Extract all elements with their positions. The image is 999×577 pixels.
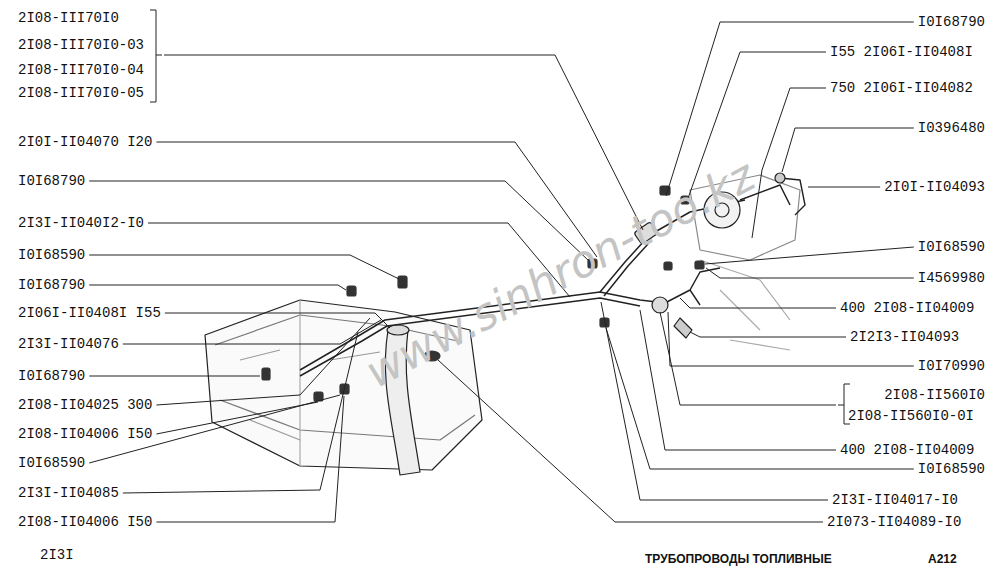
leader-line bbox=[89, 285, 346, 290]
part-number: 2I08-II04006 I50 bbox=[18, 425, 152, 443]
leader-line bbox=[808, 187, 880, 188]
leader-line bbox=[123, 332, 358, 493]
part-number: I0I68590 bbox=[18, 246, 85, 264]
leader-line bbox=[89, 181, 589, 261]
leader-line bbox=[165, 313, 390, 328]
leader-line bbox=[640, 310, 836, 450]
leader-line bbox=[156, 402, 318, 434]
leader-line bbox=[89, 376, 260, 377]
part-number: I55 2I06I-II0408I bbox=[830, 43, 973, 61]
part-number: 2I073-II04089-I0 bbox=[827, 513, 961, 531]
part-number: 2I08-III70I0-04 bbox=[18, 61, 144, 79]
part-number: I0I68790 bbox=[18, 276, 85, 294]
part-number: 2I0I-II04070 I20 bbox=[18, 133, 152, 151]
part-number: 2I08-II560I0 bbox=[884, 386, 985, 404]
leader-line bbox=[156, 396, 344, 522]
part-number: I0I70990 bbox=[918, 357, 985, 375]
leader-line bbox=[601, 302, 828, 500]
part-number: 2I0I-II04093 bbox=[884, 178, 985, 196]
leader-line bbox=[706, 268, 914, 278]
leader-line bbox=[438, 360, 823, 522]
page-code: 2I3I bbox=[40, 546, 74, 564]
part-number: 2I08-III70I0-03 bbox=[18, 36, 144, 54]
part-number: 2I08-III70I0 bbox=[18, 9, 119, 27]
leader-line bbox=[705, 247, 914, 264]
watermark: www.sinhron-too.kz bbox=[327, 134, 792, 414]
part-number: 2I08-III70I0-05 bbox=[18, 84, 144, 102]
part-number: I0I68590 bbox=[18, 454, 85, 472]
part-number: I0I68590 bbox=[918, 460, 985, 478]
part-number: 2I08-II04006 I50 bbox=[18, 513, 152, 531]
part-number: I0I68790 bbox=[918, 13, 985, 31]
part-number: 2I08-II04025 300 bbox=[18, 396, 152, 414]
part-number: 400 2I08-II04009 bbox=[840, 441, 974, 459]
part-number: 2I3I-II040I2-I0 bbox=[18, 214, 144, 232]
part-number: 2I08-II560I0-0I bbox=[848, 407, 974, 425]
part-number: 2I2I3-II04093 bbox=[850, 328, 959, 346]
part-number: 2I3I-II04017-I0 bbox=[832, 491, 958, 509]
leader-line bbox=[690, 332, 846, 337]
leader-line bbox=[123, 320, 381, 344]
part-number: 400 2I08-II04009 bbox=[840, 299, 974, 317]
leader-line bbox=[680, 298, 836, 308]
part-number: I0I68790 bbox=[18, 172, 85, 190]
part-number: 2I3I-II04085 bbox=[18, 484, 119, 502]
leader-line bbox=[156, 318, 370, 405]
part-number: 750 2I06I-II04082 bbox=[830, 79, 973, 97]
leader-line bbox=[156, 142, 597, 257]
part-number: I0I68790 bbox=[18, 367, 85, 385]
page-title: ТРУБОПРОВОДЫ ТОПЛИВНЫЕ bbox=[645, 552, 832, 566]
leader-line bbox=[782, 128, 914, 172]
part-number: I0396480 bbox=[918, 119, 985, 137]
part-number: 2I3I-II04076 bbox=[18, 335, 119, 353]
part-number: I0I68590 bbox=[918, 238, 985, 256]
leader-line bbox=[89, 255, 399, 279]
page-code: A212 bbox=[928, 552, 957, 566]
leader-line bbox=[752, 88, 826, 238]
part-number: 2I06I-II0408I I55 bbox=[18, 304, 161, 322]
part-number: I4569980 bbox=[918, 269, 985, 287]
